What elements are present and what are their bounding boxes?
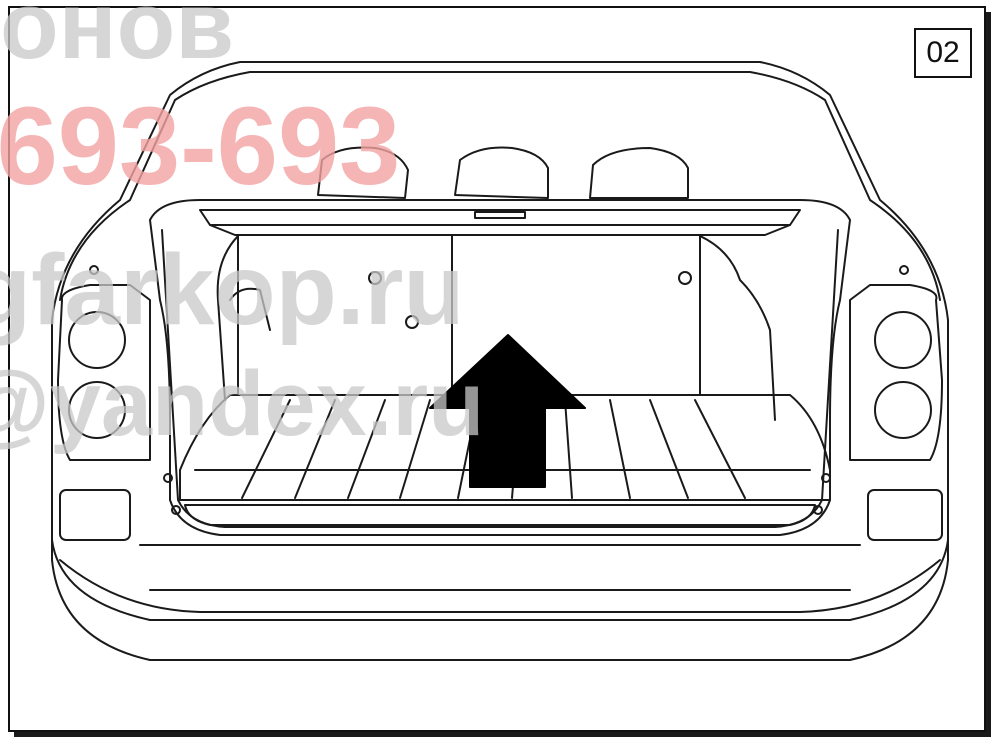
direction-arrow [429, 334, 586, 488]
watermark-line-4: @yandex.ru [0, 353, 485, 455]
tail-light-left [57, 284, 151, 461]
headrest-right [589, 147, 689, 199]
frame-shadow-right [984, 12, 991, 734]
trunk-floor [179, 394, 831, 501]
body-shell [51, 61, 949, 541]
watermark-line-1: онов [0, 0, 235, 79]
headrest-center [454, 146, 549, 199]
frame-shadow-bottom [14, 730, 991, 737]
step-number-label: 02 [914, 28, 972, 78]
headrest-left [317, 146, 409, 199]
tail-light-right [849, 284, 943, 461]
watermark-line-3: gfarkop.ru [0, 234, 465, 346]
watermark-line-2: -693-693 [0, 85, 401, 208]
rear-bumper [51, 539, 949, 661]
